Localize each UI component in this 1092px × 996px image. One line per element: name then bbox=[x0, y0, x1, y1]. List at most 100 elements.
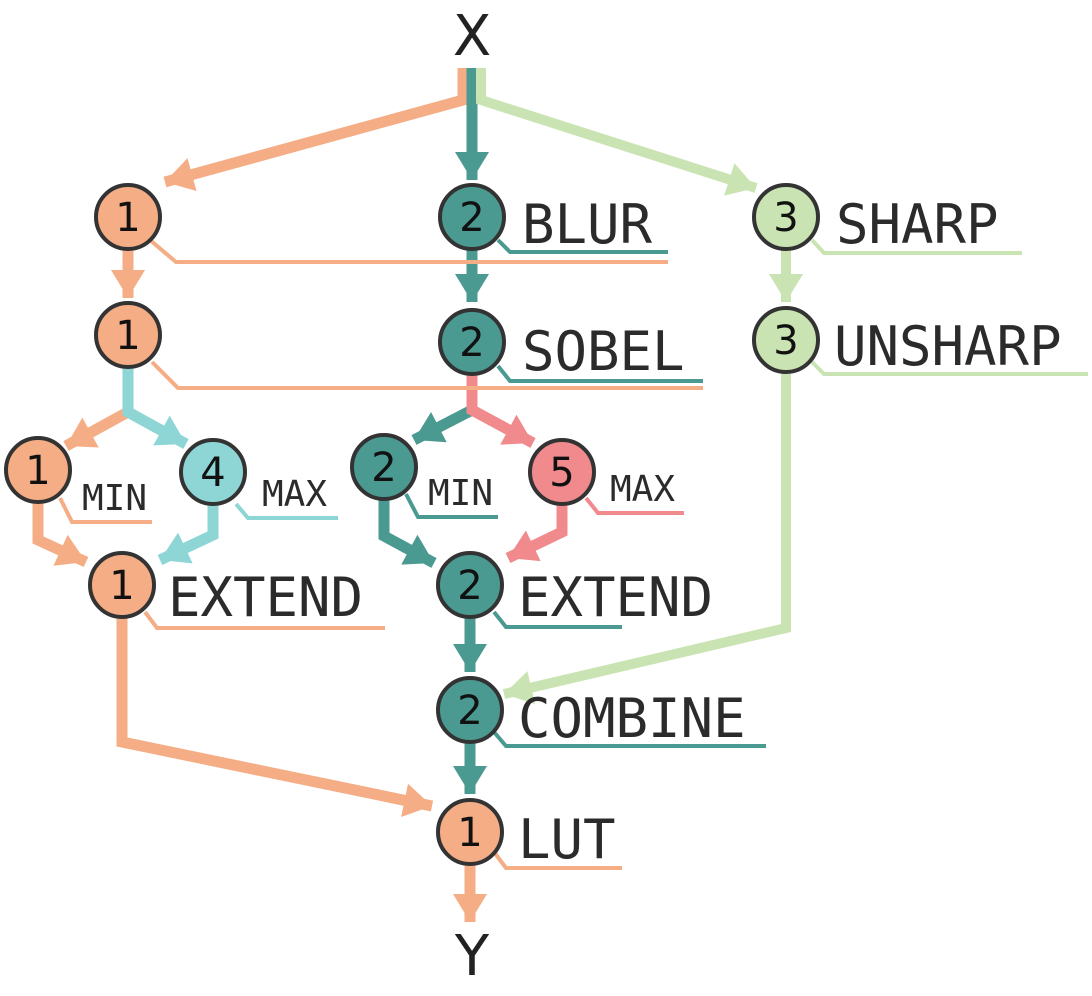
node-number: 1 bbox=[115, 313, 140, 359]
arrowhead bbox=[453, 894, 487, 922]
node-label-t1: BLUR bbox=[522, 193, 653, 256]
node-label-t5: COMBINE bbox=[518, 687, 746, 750]
node-number: 2 bbox=[371, 445, 396, 491]
edge-t1-to-t2 bbox=[455, 250, 489, 302]
node-label-g1: SHARP bbox=[836, 193, 999, 256]
arrowhead bbox=[504, 671, 536, 705]
node-g2: 3 bbox=[752, 306, 820, 374]
node-label-r5: MAX bbox=[610, 469, 675, 510]
output-terminal-y: Y bbox=[454, 924, 490, 989]
label-underline-g2 bbox=[810, 360, 1088, 376]
edge-o5-to-lut bbox=[116, 617, 434, 817]
node-t3: 2 bbox=[350, 433, 418, 501]
node-number: 2 bbox=[459, 320, 484, 366]
arrowhead bbox=[160, 532, 193, 564]
arrowhead bbox=[500, 414, 533, 445]
node-g1: 3 bbox=[752, 183, 820, 251]
node-circle bbox=[438, 183, 506, 251]
skip-o1-to-blur bbox=[148, 238, 668, 264]
label-underline-lut bbox=[492, 850, 622, 870]
node-o3: 1 bbox=[4, 436, 72, 504]
label-underline-t5 bbox=[492, 730, 766, 748]
arrowhead bbox=[53, 534, 86, 566]
edge-t3-to-t4 bbox=[378, 499, 437, 568]
edges bbox=[32, 68, 803, 922]
node-circle bbox=[179, 438, 247, 506]
node-circle bbox=[436, 798, 504, 866]
node-r5: 5 bbox=[528, 438, 596, 506]
label-underline-t3 bbox=[404, 493, 498, 519]
node-t2: 2 bbox=[438, 308, 506, 376]
node-circle bbox=[438, 308, 506, 376]
arrowhead bbox=[453, 644, 487, 672]
node-circle bbox=[94, 301, 162, 369]
edge-r5-to-t4 bbox=[505, 504, 568, 563]
node-number: 1 bbox=[115, 195, 140, 241]
node-circle bbox=[752, 183, 820, 251]
label-underline-o5 bbox=[143, 610, 385, 630]
node-label-lut: LUT bbox=[518, 808, 616, 871]
label-underline-c4 bbox=[234, 502, 338, 520]
arrowhead bbox=[453, 766, 487, 794]
nodes: 1 1 1 4 1 2 2 2 5 2 2 1 3 3 bbox=[4, 183, 820, 866]
node-number: 1 bbox=[109, 563, 134, 609]
edge-t2-to-r5 bbox=[466, 374, 536, 448]
node-number: 2 bbox=[459, 195, 484, 241]
node-circle bbox=[350, 433, 418, 501]
arrowhead bbox=[401, 783, 432, 817]
node-label-o3: MIN bbox=[82, 478, 147, 519]
edge-o3-to-o5 bbox=[32, 502, 89, 567]
arrowhead bbox=[455, 274, 489, 302]
node-number: 5 bbox=[549, 450, 574, 496]
node-t1: 2 bbox=[438, 183, 506, 251]
edge-t2-to-t3 bbox=[411, 374, 478, 445]
arrowhead bbox=[153, 415, 186, 446]
node-number: 2 bbox=[457, 563, 482, 609]
edge-g2-to-t5 bbox=[502, 372, 791, 705]
node-number: 3 bbox=[773, 195, 798, 241]
edge-c4-to-o5 bbox=[157, 504, 219, 565]
label-underlines bbox=[58, 238, 1088, 870]
label-underline-t2 bbox=[496, 364, 703, 383]
node-t5: 2 bbox=[436, 676, 504, 744]
arrowhead bbox=[66, 417, 99, 448]
node-label-g2: UNSHARP bbox=[834, 315, 1062, 378]
label-underline-t1 bbox=[496, 238, 668, 254]
node-number: 4 bbox=[200, 450, 225, 496]
arrowhead bbox=[414, 412, 447, 443]
edge-t5-to-lut bbox=[453, 742, 487, 794]
node-label-t3: MIN bbox=[428, 473, 493, 514]
node-circle bbox=[88, 551, 156, 619]
node-number: 1 bbox=[457, 810, 482, 856]
node-circle bbox=[436, 551, 504, 619]
arrowhead bbox=[769, 274, 803, 302]
node-circle bbox=[752, 306, 820, 374]
edge-x-to-o1 bbox=[163, 68, 469, 191]
edge-o2-to-c4 bbox=[122, 368, 189, 449]
node-lut: 1 bbox=[436, 798, 504, 866]
node-circle bbox=[94, 183, 162, 251]
node-number: 2 bbox=[457, 688, 482, 734]
skip-o2-to-sobel bbox=[150, 360, 703, 390]
node-circle bbox=[4, 436, 72, 504]
edge-x-to-g1 bbox=[476, 68, 758, 196]
edge-t4-to-t5 bbox=[453, 617, 487, 672]
label-underline-t4 bbox=[492, 610, 622, 629]
node-number: 3 bbox=[773, 318, 798, 364]
node-o2: 1 bbox=[94, 301, 162, 369]
node-circle bbox=[436, 676, 504, 744]
node-circle bbox=[528, 438, 596, 506]
input-terminal-x: X bbox=[453, 4, 491, 69]
node-label-c4: MAX bbox=[262, 474, 327, 515]
edge-g1-to-g2 bbox=[769, 250, 803, 302]
node-o1: 1 bbox=[94, 183, 162, 251]
label-underline-o3 bbox=[58, 497, 152, 524]
edge-o2-to-o3 bbox=[63, 368, 134, 451]
arrowhead bbox=[401, 534, 434, 565]
arrowhead bbox=[724, 163, 756, 196]
arrowhead bbox=[455, 152, 489, 180]
edge-o1-to-o2 bbox=[111, 250, 145, 298]
edge-x-to-t1 bbox=[455, 68, 489, 180]
